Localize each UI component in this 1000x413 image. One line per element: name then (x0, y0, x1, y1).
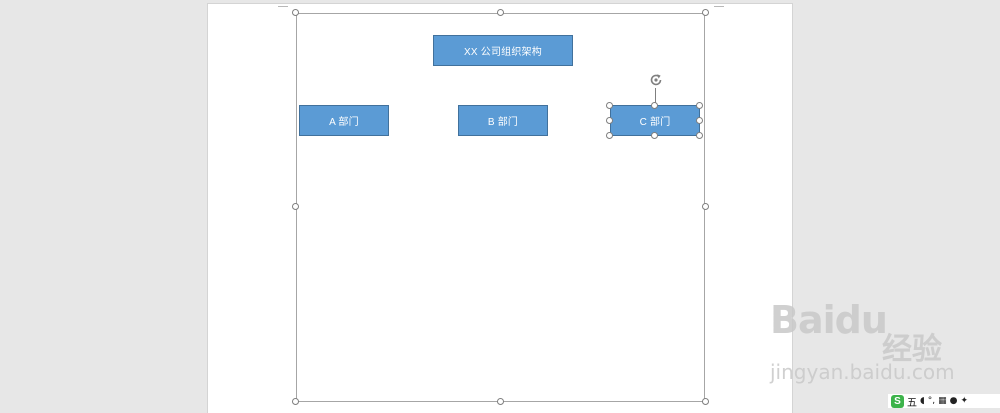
department-a-box[interactable]: A 部门 (299, 105, 389, 136)
rotate-icon[interactable] (648, 72, 664, 88)
document-page (207, 3, 793, 413)
settings-icon[interactable]: ✦ (960, 396, 969, 406)
canvas-resize-handle-br[interactable] (702, 398, 709, 405)
user-icon[interactable]: ● (949, 396, 958, 406)
shape-resize-handle-ml[interactable] (606, 117, 613, 124)
shape-resize-handle-br[interactable] (696, 132, 703, 139)
ime-mode-label[interactable]: 五 (907, 397, 917, 409)
ime-toolbar: S 五 ◖ °, ▦ ● ✦ (888, 394, 1000, 409)
page-corner-mark (278, 6, 288, 7)
keyboard-icon[interactable]: ▦ (938, 396, 947, 406)
baidu-jingyan-watermark: Baidu 经验 jingyan.baidu.com (770, 298, 955, 388)
shape-resize-handle-tr[interactable] (696, 102, 703, 109)
page-corner-mark (714, 6, 724, 7)
canvas-resize-handle-ml[interactable] (292, 203, 299, 210)
punctuation-icon[interactable]: °, (927, 396, 936, 406)
org-chart-title: XX 公司组织架构 (464, 47, 542, 58)
canvas-resize-handle-tr[interactable] (702, 9, 709, 16)
canvas-resize-handle-mr[interactable] (702, 203, 709, 210)
department-a-label: A 部门 (329, 117, 359, 128)
canvas-resize-handle-tc[interactable] (497, 9, 504, 16)
watermark-logo: Baidu (770, 298, 888, 342)
shape-resize-handle-mr[interactable] (696, 117, 703, 124)
org-chart-canvas[interactable] (296, 13, 705, 402)
org-chart-title-box[interactable]: XX 公司组织架构 (433, 35, 573, 66)
moon-icon[interactable]: ◖ (920, 396, 925, 406)
watermark-cn: 经验 (882, 332, 942, 367)
canvas-resize-handle-bc[interactable] (497, 398, 504, 405)
shape-resize-handle-bl[interactable] (606, 132, 613, 139)
shape-resize-handle-bc[interactable] (651, 132, 658, 139)
department-b-label: B 部门 (487, 117, 519, 128)
canvas-resize-handle-bl[interactable] (292, 398, 299, 405)
department-b-box[interactable]: B 部门 (458, 105, 548, 136)
department-c-label: C 部门 (639, 117, 671, 128)
shape-resize-handle-tl[interactable] (606, 102, 613, 109)
shape-resize-handle-tc[interactable] (651, 102, 658, 109)
rotation-connector (655, 88, 656, 104)
canvas-resize-handle-tl[interactable] (292, 9, 299, 16)
ime-logo-icon[interactable]: S (891, 394, 904, 408)
watermark-url: jingyan.baidu.com (770, 360, 955, 384)
